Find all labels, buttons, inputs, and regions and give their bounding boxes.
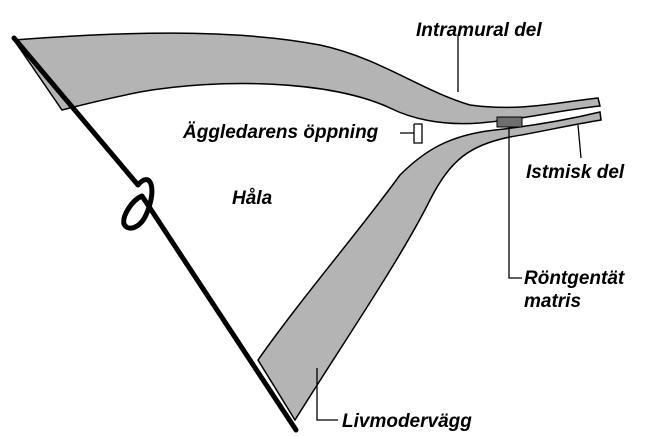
lower-wall-band [258,112,601,420]
label-cavity: Håla [232,188,272,209]
label-radiopaque-line1: Röntgentät [524,268,624,289]
isthmic-leader [578,125,581,158]
label-radiopaque-line2: matris [524,291,581,312]
label-intramural: Intramural del [416,20,542,41]
matrix-leader [509,127,522,278]
label-isthmic: Istmisk del [526,162,624,183]
label-opening: Äggledarens öppning [183,122,378,143]
radiopaque-matrix [497,117,522,127]
opening-bracket [400,124,422,143]
upper-wall-band [14,33,600,124]
label-uterine-wall: Livmodervägg [342,411,472,432]
